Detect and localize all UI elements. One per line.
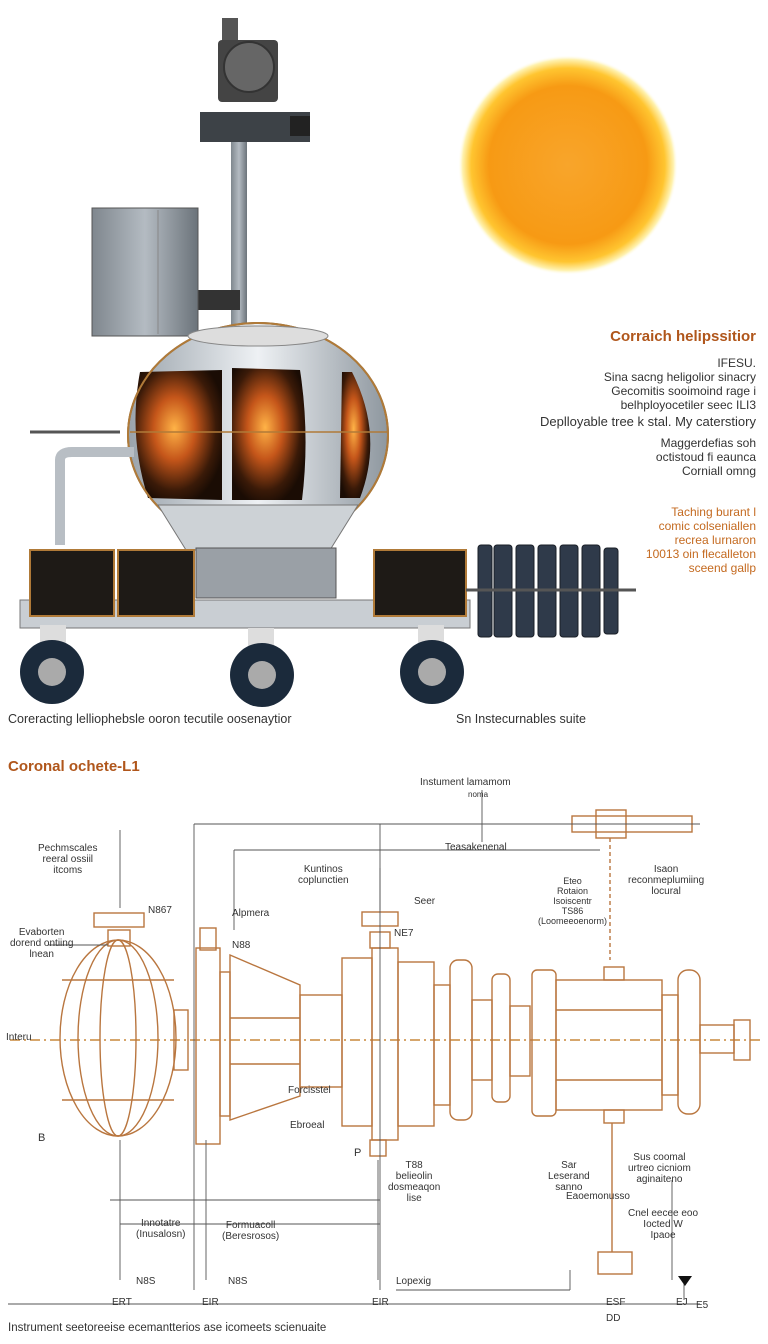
sun <box>458 55 678 275</box>
note-line: sceend gallp <box>688 561 756 575</box>
axis-label-5: EJ <box>676 1297 688 1308</box>
antenna-dish <box>223 41 275 93</box>
label-top-center-sub: noma <box>468 790 489 799</box>
note-line: Deplloyable tree k stal. My caterstiory <box>539 414 756 429</box>
note-line: IFESU. <box>717 356 756 370</box>
sphere-window-right <box>340 372 371 498</box>
mast <box>231 140 247 330</box>
schematic-drawing <box>8 790 762 1305</box>
label-pechms: Pechmscales reeral ossiil itcoms <box>38 843 98 876</box>
solar-panel-left-1 <box>29 549 115 617</box>
note-line: belhployocetiler seec ILI3 <box>620 398 756 412</box>
label-cne: Cnel eecee eoo Iocted W Ipaoe <box>628 1208 699 1241</box>
note-line: Gecomitis sooimoind rage i <box>611 384 756 398</box>
label-lopeag: Lopexig <box>396 1276 432 1287</box>
label-teasken: Teasakenenal <box>445 842 507 853</box>
note-line: octistoud fi eaunca <box>655 450 756 464</box>
label-cluster: Eteo Rotaion Isoiscentr TS86 (Loomeeoeno… <box>538 876 608 926</box>
label-seer: Seer <box>414 896 436 907</box>
label-eaoc: Eaoemonusso <box>566 1191 630 1202</box>
label-p: P <box>354 1147 362 1159</box>
label-n867: N867 <box>148 905 172 916</box>
render-notes-orange: Taching burant l comic colseniallen recr… <box>646 505 756 575</box>
label-n8a: N88 <box>232 940 251 951</box>
mid-body <box>299 994 343 1088</box>
axis-label-1: ERT <box>112 1297 132 1308</box>
label-fo: Forcisstel <box>288 1085 331 1096</box>
label-top-center: Instument lamamom <box>420 777 511 788</box>
schematic-footer: Instrument seetoreeise ecemantterios ase… <box>8 1322 327 1334</box>
label-m8-1: N8S <box>136 1276 156 1287</box>
caption-right: Sn Instecurnables suite <box>456 712 586 726</box>
axis-label-3: EIR <box>372 1297 389 1308</box>
sphere-window-center <box>232 368 306 500</box>
side-panel <box>91 207 199 337</box>
label-evaboten: Evaborten dorend ontiing lnean <box>10 927 74 960</box>
label-b: B <box>38 1132 46 1144</box>
main-flange <box>195 947 221 1145</box>
render-title: Corraich helipssitior <box>610 328 756 345</box>
label-sus: Sus coomal urtreo cicniom aginaiteno <box>628 1152 691 1185</box>
label-intern: Interu <box>6 1032 32 1043</box>
axis-label-dd: DD <box>606 1313 621 1324</box>
base-deck <box>195 547 337 599</box>
label-inno: Innotatre (Inusalosn) <box>136 1218 186 1240</box>
label-recom: Isaon reconmeplumiing locural <box>628 864 705 897</box>
label-ebroeal: Ebroeal <box>290 1120 325 1131</box>
wheels <box>20 625 464 707</box>
note-line: Corniall omng <box>681 464 756 478</box>
note-line: comic colseniallen <box>658 519 756 533</box>
label-kuntinos: Kuntinos coplunctien <box>298 864 349 886</box>
axis-label-4: ESF <box>606 1297 626 1308</box>
spacecraft-render <box>19 18 678 707</box>
label-ape: Alpmera <box>232 908 270 919</box>
schematic-title: Coronal ochete-L1 <box>8 758 140 775</box>
note-line: Taching burant l <box>671 505 756 519</box>
sphere-window-left <box>135 370 222 500</box>
note-line: Maggerdefias soh <box>660 436 756 450</box>
instrument-drum <box>531 969 557 1117</box>
cone-section <box>229 953 301 1121</box>
label-m8-2: N8S <box>228 1276 248 1287</box>
caption-left: Coreracting lelliophebsle ooron tecutile… <box>8 712 292 726</box>
note-line: 10013 oin flecalleton <box>645 547 756 561</box>
label-formo: Formuacoll (Beresrosos) <box>222 1220 280 1242</box>
base-cone <box>157 504 359 551</box>
label-sar: Sar Leserand sanno <box>548 1160 590 1193</box>
axis-label-6: E5 <box>696 1300 709 1311</box>
label-small-mid: T88 belieolin dosmeaqon lise <box>388 1160 441 1204</box>
render-notes: IFESU. Sina sacng heligolior sinacry Gec… <box>540 356 756 478</box>
solar-panel-left-2 <box>117 549 195 617</box>
label-n8e7: NE7 <box>394 928 414 939</box>
axis-label-2: EIR <box>202 1297 219 1308</box>
note-line: Sina sacng heligolior sinacry <box>603 370 756 384</box>
note-line: recrea lurnaron <box>674 533 756 547</box>
solar-panel-right <box>373 549 467 617</box>
